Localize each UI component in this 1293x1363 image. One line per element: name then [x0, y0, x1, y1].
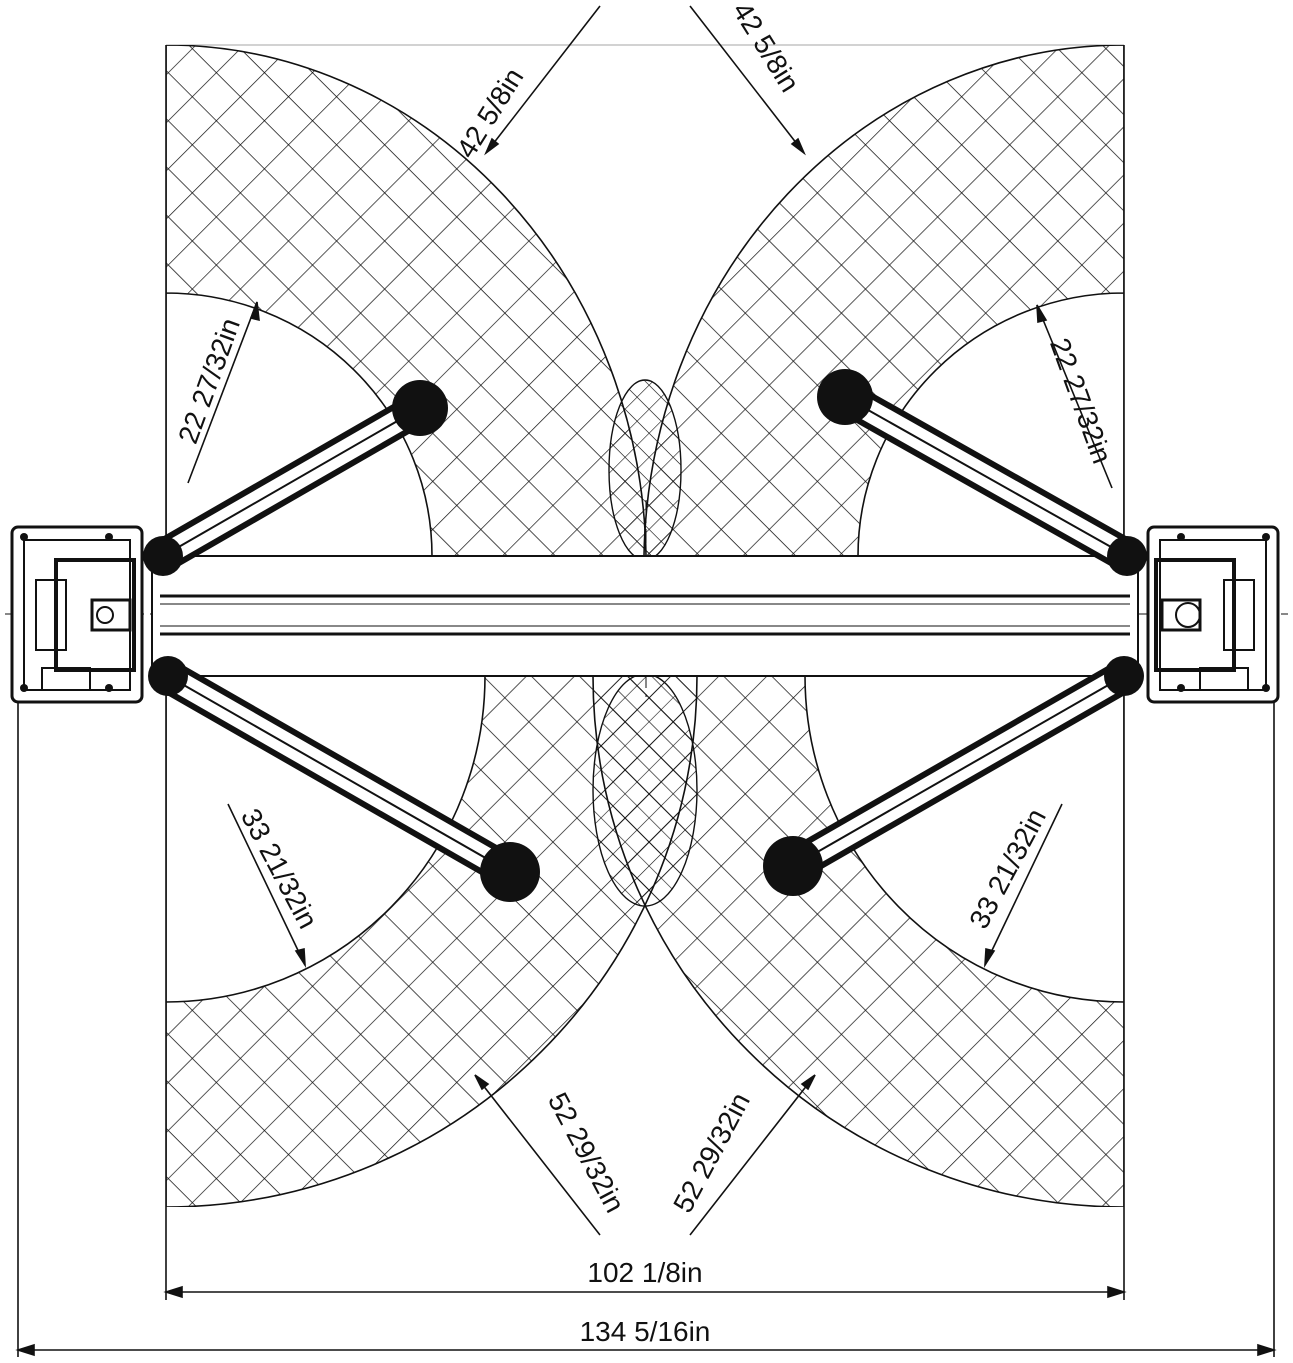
- center-beam: [151, 555, 1139, 677]
- lift-arms: [143, 369, 1147, 902]
- arm-bottom-right: [763, 656, 1144, 896]
- swing-zones: [166, 45, 1124, 1207]
- right-post: [1146, 525, 1280, 704]
- dim-inner-width: 102 1/8in: [587, 1257, 702, 1288]
- swing-zone-top-left: [166, 45, 647, 556]
- arm-top-left: [143, 380, 448, 576]
- dim-arm-long-bottom-left: 52 29/32in: [542, 1088, 631, 1218]
- arm-bottom-left: [148, 656, 540, 902]
- dim-arm-long-bottom-right: 52 29/32in: [667, 1088, 756, 1218]
- dim-arm-short-bottom-left: 33 21/32in: [235, 804, 324, 934]
- dim-arm-short-bottom-right: 33 21/32in: [963, 804, 1052, 934]
- dim-arm-short-top-right: 22 27/32in: [1044, 334, 1118, 468]
- left-post: [10, 525, 144, 704]
- dim-arm-long-swing-top-right: 42 5/8in: [727, 0, 806, 97]
- arm-top-right: [817, 369, 1147, 576]
- overlap-zone-bottom: [592, 673, 698, 907]
- dim-overall-width: 134 5/16in: [580, 1316, 711, 1347]
- leader-lines: [15, 5, 1277, 1357]
- overlap-zone-top: [608, 379, 682, 561]
- swing-zone-top-right: [643, 45, 1124, 556]
